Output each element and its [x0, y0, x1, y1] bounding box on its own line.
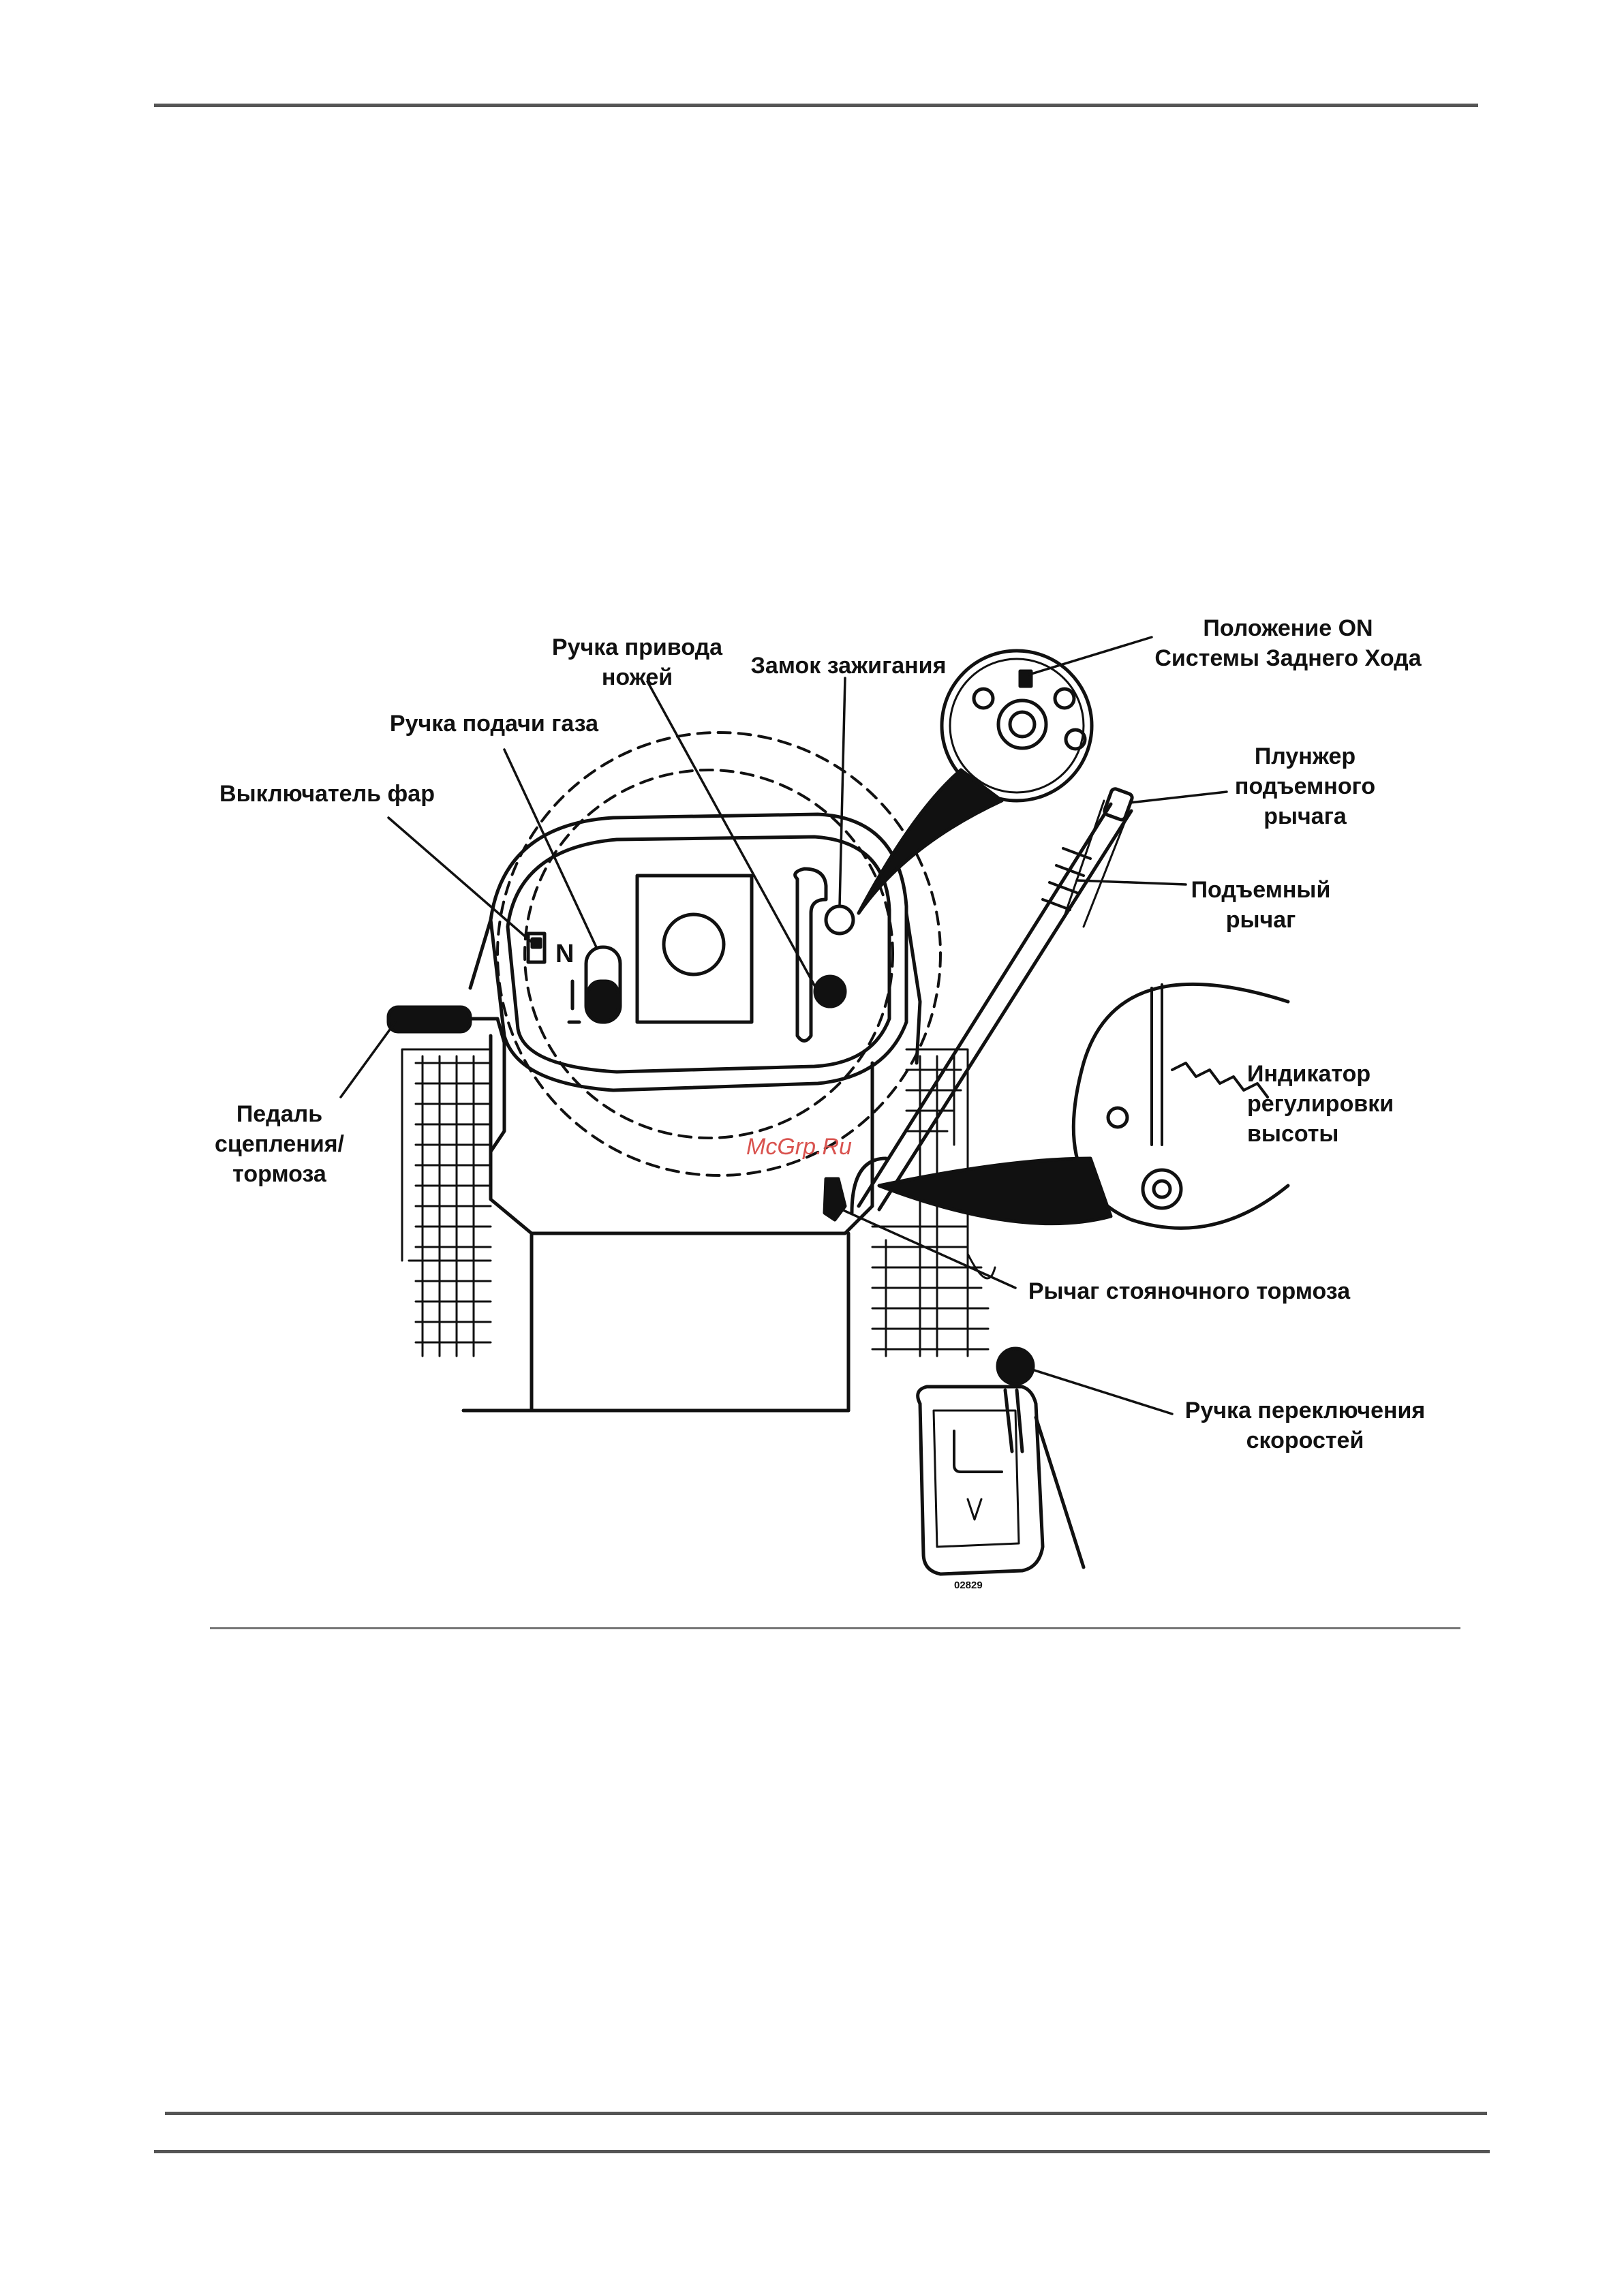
parking-brake-lever [825, 1179, 845, 1220]
left-grille [402, 1049, 491, 1356]
gear-shift-console [918, 1349, 1084, 1574]
height-indicator-callout [879, 984, 1288, 1228]
tractor-hood [463, 814, 920, 1411]
center-gauge-panel [637, 876, 752, 1022]
ignition-callout [859, 651, 1092, 913]
label-parking-brake: Рычаг стояночного тормоза [1019, 1276, 1360, 1306]
throttle-knob [569, 947, 620, 1022]
label-ignition: Замок зажигания [743, 651, 954, 681]
watermark: McGrp.Ru [746, 1134, 852, 1160]
headlight-switch [528, 934, 545, 962]
clutch-pedal [388, 1007, 504, 1152]
figure-code: 02829 [954, 1580, 983, 1591]
panel-n-symbol: N [555, 940, 574, 968]
label-throttle: Ручка подачи газа [378, 709, 610, 739]
blade-knob-slot [795, 869, 853, 1041]
label-headlight: Выключатель фар [211, 779, 443, 809]
